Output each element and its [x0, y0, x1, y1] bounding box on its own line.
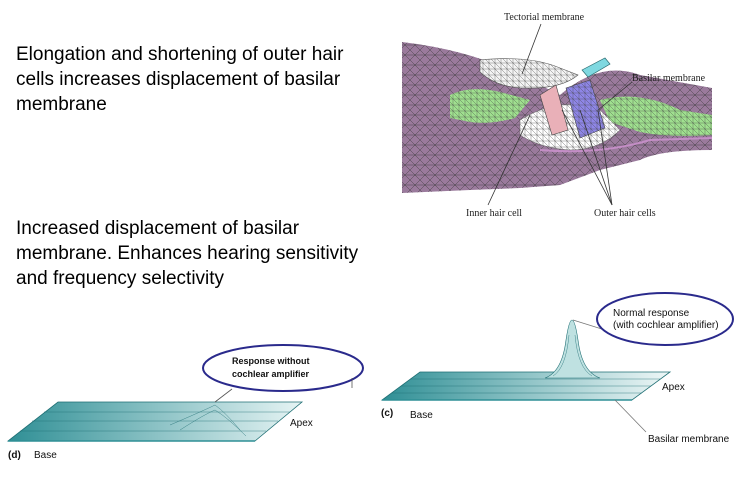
label-tectorial-membrane: Tectorial membrane: [504, 12, 585, 23]
panel-c-apex: Apex: [662, 382, 685, 393]
membrane-d: [6, 401, 304, 442]
inner-hair-cell-shape: [539, 84, 569, 136]
callout-d: [202, 344, 364, 392]
panel-d-apex: Apex: [290, 418, 313, 429]
callout-c-line1: Normal response: [613, 308, 690, 319]
callout-d-line2: cochlear amplifier: [232, 369, 310, 379]
panel-d-letter: (d): [8, 450, 21, 461]
panel-d: (d) Base Apex Response without cochlear …: [6, 344, 364, 461]
label-basilar-membrane-top: Basilar membrane: [632, 73, 706, 84]
panel-c: (c) Base Apex Basilar membrane Normal re…: [380, 292, 734, 445]
label-outer-hair-cells: Outer hair cells: [594, 208, 656, 219]
callout-d-line1: Response without: [232, 356, 310, 366]
text-block-2: Increased displacement of basilar membra…: [16, 218, 359, 289]
basilar-line: [539, 137, 713, 153]
mesh-drawing: [402, 42, 713, 193]
panel-c-letter: (c): [381, 408, 393, 419]
panel-d-base: Base: [34, 450, 57, 461]
panel-c-basilar: Basilar membrane: [648, 434, 730, 445]
text-block-1: Elongation and shortening of outer hair …: [16, 44, 344, 115]
label-inner-hair-cell: Inner hair cell: [466, 208, 522, 219]
cyan-rod: [581, 57, 611, 78]
callout-c: [596, 292, 734, 346]
callout-c-line2: (with cochlear amplifier): [613, 320, 719, 331]
panel-c-base: Base: [410, 410, 433, 421]
response-peak: [544, 319, 601, 379]
